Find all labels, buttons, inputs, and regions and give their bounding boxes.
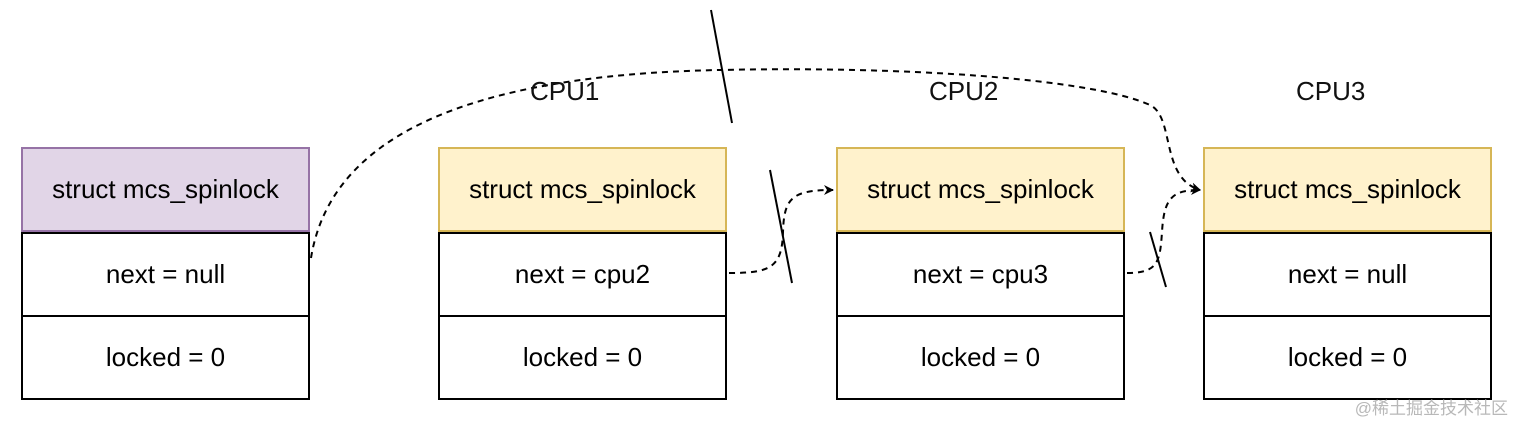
cpu3-label: CPU3 <box>1296 76 1366 106</box>
main-lock-node: struct mcs_spinlock next = null locked =… <box>21 147 310 400</box>
strike-mark-cpu1-cpu2 <box>769 169 793 284</box>
node-next-field: next = cpu3 <box>838 232 1123 315</box>
node-header: struct mcs_spinlock <box>438 147 727 232</box>
node-next-field: next = null <box>23 232 308 315</box>
watermark: @稀土掘金技术社区 <box>1354 399 1508 418</box>
node-header: struct mcs_spinlock <box>21 147 310 232</box>
cpu1-node: struct mcs_spinlock next = cpu2 locked =… <box>438 147 727 400</box>
node-header: struct mcs_spinlock <box>836 147 1125 232</box>
node-next-field: next = cpu2 <box>440 232 725 315</box>
node-locked-field: locked = 0 <box>23 315 308 398</box>
node-next-field: next = null <box>1205 232 1490 315</box>
node-locked-field: locked = 0 <box>838 315 1123 398</box>
connector-cpu2-to-cpu3 <box>1126 185 1201 274</box>
node-header: struct mcs_spinlock <box>1203 147 1492 232</box>
node-locked-field: locked = 0 <box>440 315 725 398</box>
cpu2-node: struct mcs_spinlock next = cpu3 locked =… <box>836 147 1125 400</box>
strike-mark-top <box>710 9 733 124</box>
cpu3-node: struct mcs_spinlock next = null locked =… <box>1203 147 1492 400</box>
cpu1-label: CPU1 <box>530 76 600 106</box>
cpu2-label: CPU2 <box>929 76 999 106</box>
connector-main-to-cpu3 <box>310 68 1201 259</box>
node-locked-field: locked = 0 <box>1205 315 1490 398</box>
strike-mark-cpu2-cpu3 <box>1149 231 1167 288</box>
